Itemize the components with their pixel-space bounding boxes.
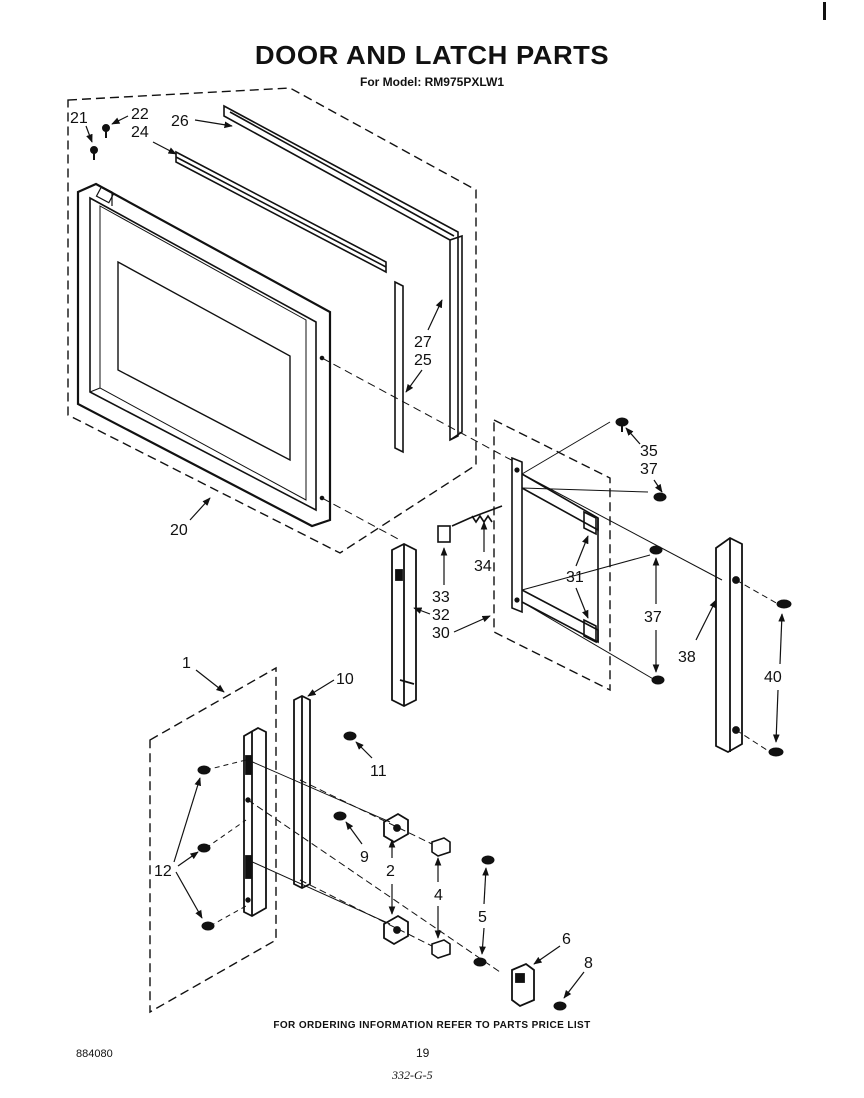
- page-title: DOOR AND LATCH PARTS: [254, 40, 610, 70]
- hinge-pin-bracket-part-2-upper: [383, 812, 409, 844]
- screw-part-11: [343, 731, 357, 741]
- top-seal-strip-part-24: [175, 150, 387, 274]
- callout-38: 38: [678, 649, 696, 666]
- screw-part-12-top: [197, 765, 211, 775]
- choke-cover-part-26: [223, 104, 463, 442]
- callout-35: 35: [640, 443, 658, 460]
- callout-22: 22: [131, 106, 149, 123]
- screw-part-8: [553, 1001, 567, 1011]
- screw-part-40-upper: [776, 599, 792, 609]
- callout-33: 33: [432, 589, 450, 606]
- side-seal-strip-part-25: [394, 280, 404, 454]
- callout-40: 40: [764, 669, 782, 686]
- document-number: 884080: [76, 1048, 113, 1060]
- door-handle-part-32: [391, 542, 417, 708]
- screw-part-22: [102, 124, 110, 138]
- callout-25: 25: [414, 352, 432, 369]
- door-group-boundary: [67, 87, 477, 554]
- callout-12: 12: [154, 863, 172, 880]
- callout-9: 9: [360, 849, 369, 866]
- screw-part-37-upper: [653, 492, 667, 502]
- hinge-bar-part-38: [715, 536, 743, 754]
- callout-2: 2: [386, 863, 395, 880]
- callout-10: 10: [336, 671, 354, 688]
- screw-part-5-lower: [473, 957, 487, 967]
- callout-34: 34: [474, 558, 492, 575]
- latch-spring-part-34: [451, 505, 503, 527]
- screw-part-5-upper: [481, 855, 495, 865]
- latch-hook-part-31: [583, 510, 597, 644]
- page-number: 19: [416, 1046, 430, 1060]
- screw-part-9: [333, 811, 347, 821]
- door-frame-part-20: [76, 182, 332, 528]
- callout-4: 4: [434, 887, 443, 904]
- screw-part-12-middle: [197, 843, 211, 853]
- spacer-block-part-4-upper: [431, 837, 451, 857]
- latch-group-boundary: [493, 418, 611, 692]
- callout-11: 11: [370, 763, 387, 780]
- latch-plate-part-30: [511, 456, 599, 644]
- hinge-group-boundary: [149, 666, 277, 1014]
- callout-5: 5: [478, 909, 487, 926]
- screw-part-37-lower: [651, 675, 665, 685]
- handwritten-code: 332-G-5: [392, 1068, 433, 1082]
- screw-part-35: [615, 417, 629, 432]
- screw-part-12-bottom: [201, 921, 215, 931]
- callout-37-upper: 37: [640, 461, 658, 478]
- hinge-pin-bracket-part-2-lower: [383, 914, 409, 946]
- callout-6: 6: [562, 931, 571, 948]
- hinge-bracket-part-1: [243, 726, 267, 918]
- callout-30: 30: [432, 625, 450, 642]
- callout-31: 31: [566, 569, 584, 586]
- switch-part-6: [511, 962, 535, 1008]
- screw-part-40-lower: [768, 747, 784, 757]
- model-subtitle: For Model: RM975PXLW1: [359, 75, 505, 89]
- callout-26: 26: [171, 113, 189, 130]
- ordering-information-note: FOR ORDERING INFORMATION REFER TO PARTS …: [273, 1020, 591, 1031]
- callout-27: 27: [414, 334, 432, 351]
- callout-8: 8: [584, 955, 593, 972]
- spacer-block-part-4-lower: [431, 939, 451, 959]
- callout-32: 32: [432, 607, 450, 624]
- latch-actuator-part-33: [437, 525, 451, 543]
- screw-part-21: [90, 146, 98, 160]
- callout-37-lower: 37: [644, 609, 662, 626]
- callout-24: 24: [131, 124, 149, 141]
- callout-1: 1: [182, 655, 191, 672]
- corner-mark: [823, 2, 826, 20]
- screw-part-37-middle: [649, 545, 663, 555]
- callout-20: 20: [170, 522, 188, 539]
- callout-21: 21: [70, 110, 88, 127]
- hinge-plate-part-10: [293, 694, 311, 890]
